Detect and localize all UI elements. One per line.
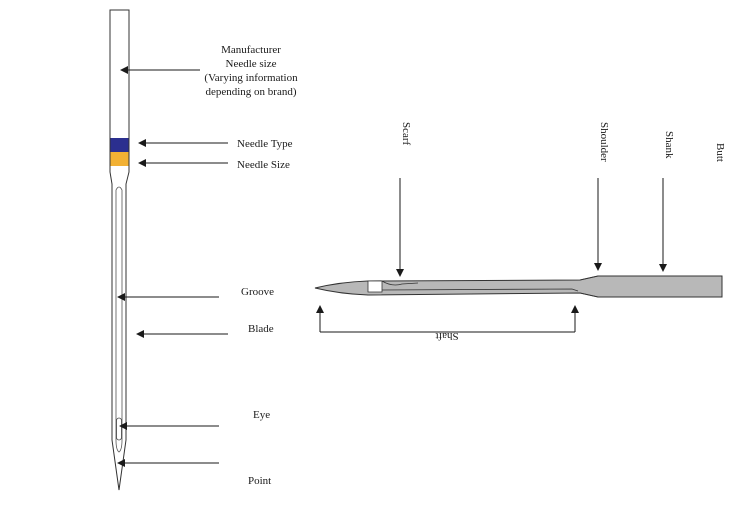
label-point: Point	[248, 475, 271, 487]
needle-size-band	[110, 152, 129, 166]
label-needle-size: Needle Size	[237, 159, 290, 171]
front-arrows	[117, 66, 228, 467]
scarf-notch	[367, 280, 383, 293]
side-needle	[314, 275, 723, 298]
label-blade: Blade	[248, 323, 274, 335]
shank-taper-top	[579, 275, 599, 281]
needle-side-body	[314, 275, 723, 298]
front-labels: Manufacturer Needle size (Varying inform…	[204, 44, 298, 487]
label-groove: Groove	[241, 286, 274, 298]
label-shank: Shank	[663, 131, 675, 159]
groove-line	[115, 186, 123, 453]
eye-shape	[116, 417, 122, 441]
needle-type-band	[110, 138, 129, 152]
label-eye: Eye	[253, 409, 270, 421]
label-manufacturer-line1: Manufacturer	[221, 44, 281, 56]
label-butt: Butt	[714, 143, 726, 162]
side-arrows	[396, 178, 667, 277]
scarf-dip	[381, 280, 419, 286]
label-manufacturer-line3: (Varying information	[204, 72, 298, 84]
label-scarf: Scarf	[400, 122, 412, 146]
label-shoulder: Shoulder	[598, 122, 610, 162]
label-manufacturer-line2: Needle size	[226, 58, 277, 70]
shaft-bracket	[316, 305, 579, 333]
label-shaft: Shaft	[435, 330, 458, 342]
label-needle-type: Needle Type	[237, 138, 293, 150]
shank-taper-bottom	[579, 292, 599, 298]
side-groove-line	[381, 288, 579, 292]
needle-shank-outline	[109, 9, 130, 491]
label-manufacturer-line4: depending on brand)	[205, 86, 296, 98]
side-labels: Scarf Shoulder Shank Butt Shaft	[400, 122, 726, 342]
front-needle	[109, 9, 130, 491]
